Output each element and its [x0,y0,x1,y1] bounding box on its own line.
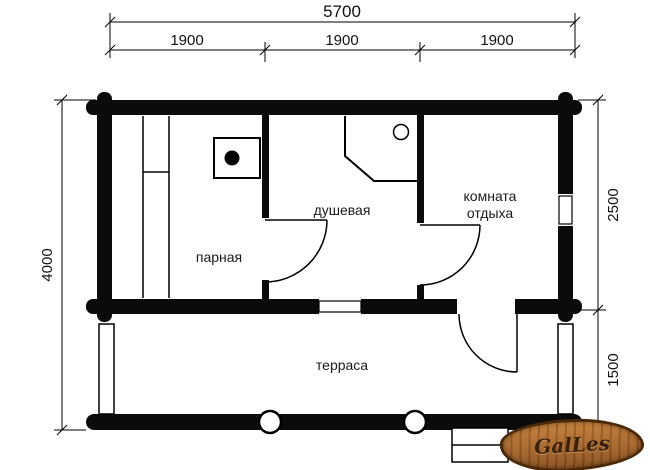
shower-tray [344,116,417,182]
column-icon [402,409,428,435]
partition-shower-rest [417,115,424,299]
window-right-wall [558,195,573,225]
door-rest-terrace [458,313,518,373]
company-logo-text: GalLes [533,431,611,459]
outer-walls [86,92,582,430]
dim-bay1-label: 1900 [170,32,204,49]
window-middle-wall [318,300,362,313]
terrace-columns [257,409,428,435]
dim-bay3-label: 1900 [480,32,514,49]
room-label-rest: комната отдыха [463,188,517,221]
room-label-shower: душевая [313,202,371,218]
dim-main-depth-label: 2500 [605,188,622,222]
door-swings [264,219,518,373]
stove-dot-icon [224,150,240,166]
left-wall [97,92,112,322]
dim-total-height-label: 4000 [39,248,56,282]
drain-icon [392,123,410,141]
terrace-posts [98,323,574,415]
door-shower-rest [419,224,481,286]
dim-terrace-depth-label: 1500 [605,353,622,387]
room-label-terrace: терраса [315,357,369,373]
door-steam-shower [264,219,328,283]
wall-openings [260,194,576,317]
top-wall [86,100,582,115]
room-label-steam: парная [195,249,243,265]
dimension-lines [54,13,606,436]
dim-total-width-label: 5700 [323,2,361,21]
dim-bay2-label: 1900 [325,32,359,49]
terrace-bottom-wall [86,414,582,430]
stove [213,137,261,179]
terrace-post-right [557,323,574,415]
sauna-benches [142,116,170,298]
column-icon [257,409,283,435]
partition-steam-shower [262,115,269,299]
terrace-post-left [98,323,115,415]
partitions [262,115,424,299]
